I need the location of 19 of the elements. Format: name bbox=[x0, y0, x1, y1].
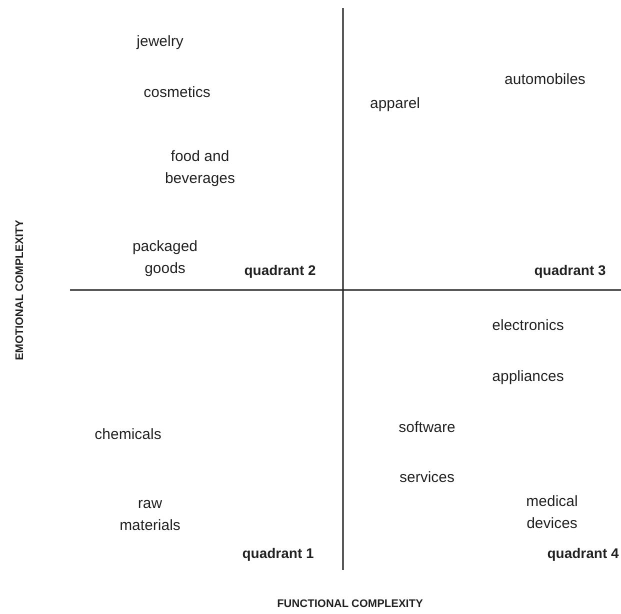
category-label: jewelry bbox=[136, 32, 184, 52]
axis-title: EMOTIONAL COMPLEXITY bbox=[13, 220, 27, 360]
quadrant-label: quadrant 4 bbox=[547, 544, 619, 563]
category-label: food and beverages bbox=[164, 147, 236, 189]
category-label: packaged goods bbox=[131, 237, 199, 279]
category-label: cosmetics bbox=[144, 83, 210, 103]
category-label: raw materials bbox=[118, 494, 182, 536]
category-label: medical devices bbox=[525, 492, 579, 534]
category-label: appliances bbox=[492, 367, 564, 387]
quadrant-label: quadrant 2 bbox=[244, 261, 316, 280]
quadrant-label: quadrant 3 bbox=[534, 261, 606, 280]
category-label: apparel bbox=[370, 94, 420, 114]
category-label: software bbox=[398, 418, 456, 438]
category-label: electronics bbox=[492, 316, 564, 336]
category-label: chemicals bbox=[94, 425, 162, 445]
category-label: services bbox=[400, 468, 454, 488]
quadrant-label: quadrant 1 bbox=[242, 544, 314, 563]
category-label: automobiles bbox=[504, 70, 586, 90]
axis-title: FUNCTIONAL COMPLEXITY bbox=[277, 597, 423, 612]
